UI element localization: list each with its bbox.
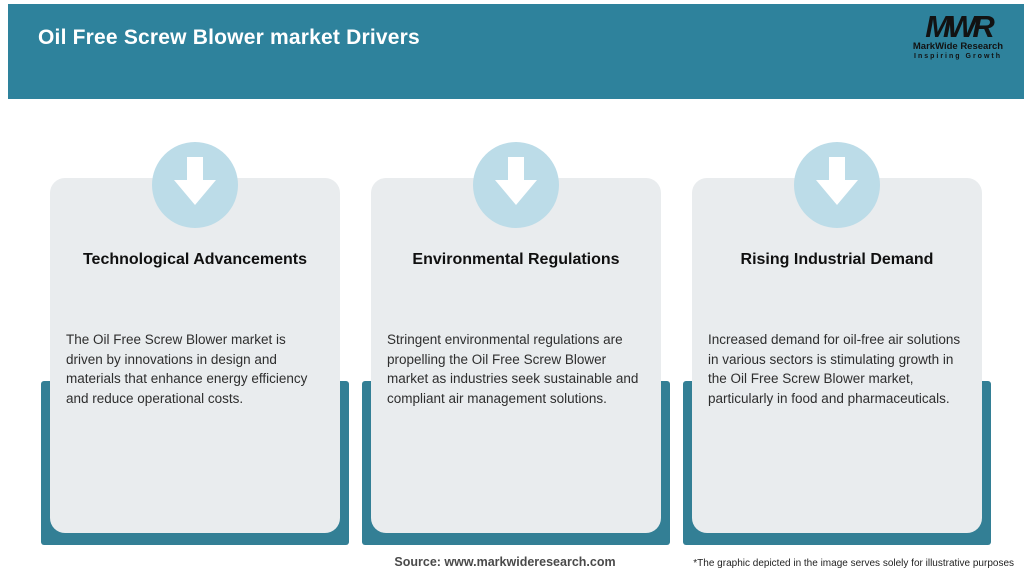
card-body-text: Increased demand for oil-free air soluti… [708,332,961,406]
arrow-down-icon [473,142,559,228]
card-body-text: Stringent environmental regulations are … [387,332,639,406]
card-body-text: The Oil Free Screw Blower market is driv… [66,332,308,406]
logo-name: MarkWide Research [912,41,1004,52]
logo-acronym: MWR [925,9,994,44]
driver-card-rising-industrial-demand: Rising Industrial Demand Increased deman… [683,0,991,576]
driver-card-technological-advancements: Technological Advancements The Oil Free … [41,0,349,576]
page-title: Oil Free Screw Blower market Drivers [38,26,420,49]
arrow-down-icon [794,142,880,228]
card-panel [371,178,661,533]
disclaimer-text: *The graphic depicted in the image serve… [693,558,1014,569]
card-title: Technological Advancements [82,251,308,268]
card-panel [50,178,340,533]
card-title: Rising Industrial Demand [740,251,934,268]
card-panel [692,178,982,533]
header-bar: Oil Free Screw Blower market Drivers MWR… [8,4,1024,99]
arrow-down-icon [152,142,238,228]
source-text: Source: www.markwideresearch.com [394,555,616,569]
driver-card-environmental-regulations: Environmental Regulations Stringent envi… [362,0,670,576]
card-title: Environmental Regulations [412,251,620,268]
logo-tagline: Inspiring Growth [914,53,1002,60]
markwide-research-logo: MWR MarkWide Research Inspiring Growth [910,9,1006,61]
